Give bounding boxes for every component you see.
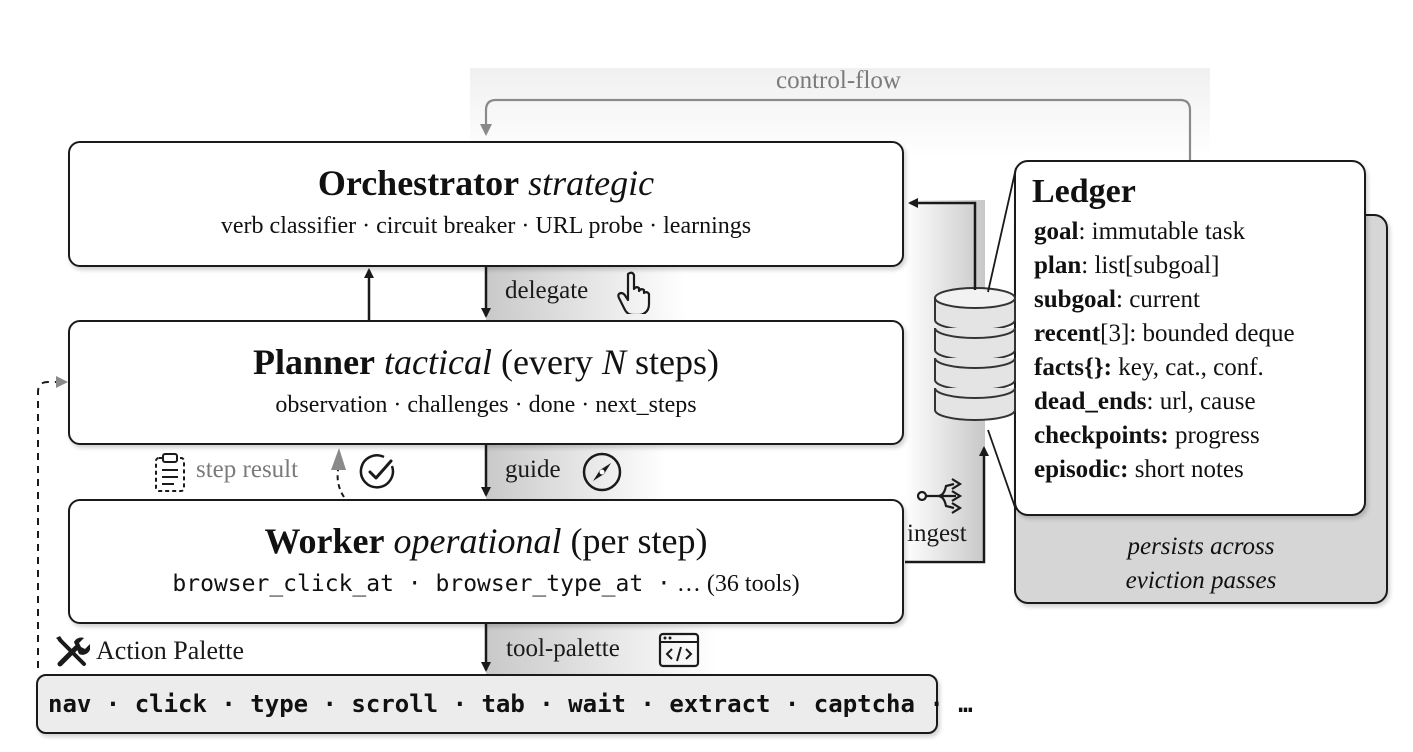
- pointing-hand-icon: [617, 271, 651, 314]
- planner-box[interactable]: Planner tactical (every N steps) observa…: [68, 320, 904, 445]
- planner-name: Planner: [253, 342, 376, 382]
- control-flow-label: control-flow: [776, 67, 901, 94]
- palette-actions: nav · click · type · scroll · tab · wait…: [48, 690, 973, 718]
- ledger-field-sep: [3]:: [1100, 320, 1137, 347]
- orchestrator-box[interactable]: Orchestrator strategic verb classifier ·…: [68, 141, 904, 267]
- ledger-field-key: recent: [1034, 320, 1101, 347]
- database-icon: [934, 287, 1016, 421]
- worker-tools-tail: … (36 tools): [676, 571, 800, 597]
- ledger-title: Ledger: [1032, 173, 1136, 210]
- orchestrator-features: verb classifier · circuit breaker · URL …: [220, 213, 752, 239]
- tools-icon: [56, 636, 90, 667]
- worker-role: operational: [393, 521, 562, 561]
- guide-shade: [486, 444, 666, 500]
- worker-tools-code: browser_click_at · browser_type_at ·: [172, 571, 671, 597]
- ledger-field: dead_ends: url, cause: [1034, 385, 1295, 419]
- ledger-field-key: goal: [1034, 218, 1079, 245]
- ledger-field-key: dead_ends: [1034, 388, 1147, 415]
- step-result-label: step result: [196, 456, 299, 483]
- planner-role: tactical: [384, 342, 492, 382]
- delegate-label: delegate: [505, 277, 589, 304]
- persist-line-1: persists across: [1127, 533, 1275, 560]
- ledger-field-sep: :: [1146, 388, 1154, 415]
- action-palette-label: Action Palette: [96, 636, 245, 665]
- planner-schedule-var: N: [601, 342, 626, 382]
- ledger-field-key: episodic:: [1034, 456, 1129, 483]
- ledger-field: plan: list[subgoal]: [1034, 249, 1295, 283]
- clipboard-icon: [155, 453, 185, 492]
- ledger-field-sep: :: [1081, 252, 1089, 279]
- ledger-field-key: checkpoints:: [1034, 422, 1169, 449]
- planner-features: observation · challenges · done · next_s…: [275, 392, 697, 418]
- worker-name: Worker: [264, 521, 385, 561]
- planner-schedule-pre: (every: [501, 342, 593, 382]
- code-window-icon: [658, 632, 700, 668]
- check-circle-icon: [359, 454, 395, 489]
- compass-icon: [582, 452, 622, 492]
- ledger-field-value: immutable task: [1085, 218, 1246, 245]
- delegate-shade: [486, 266, 686, 320]
- ledger-field-value: progress: [1168, 422, 1260, 449]
- orchestrator-role: strategic: [528, 163, 655, 203]
- ledger-field-key: facts{}:: [1034, 354, 1113, 381]
- worker-box[interactable]: Worker operational (per step) browser_cl…: [68, 499, 904, 624]
- ledger-field: episodic: short notes: [1034, 453, 1295, 487]
- ledger-field-key: subgoal: [1034, 286, 1116, 313]
- ingest-label: ingest: [907, 520, 967, 547]
- action-palette-bar[interactable]: nav · click · type · scroll · tab · wait…: [36, 674, 973, 734]
- ledger-field: recent[3]: bounded deque: [1034, 317, 1295, 351]
- tool-palette-label: tool-palette: [506, 635, 620, 662]
- ledger-field: subgoal: current: [1034, 283, 1295, 317]
- planner-schedule-post: steps): [634, 342, 719, 382]
- ledger-field-sep: :: [1115, 286, 1123, 313]
- ledger-field-key: plan: [1034, 252, 1082, 279]
- guide-label: guide: [505, 456, 561, 483]
- ledger-field-value: current: [1122, 286, 1200, 313]
- ledger-field-value: list[subgoal]: [1088, 252, 1220, 279]
- ledger-field-sep: :: [1078, 218, 1086, 245]
- ledger-field-value: short notes: [1128, 456, 1244, 483]
- orchestrator-name: Orchestrator: [317, 163, 520, 203]
- worker-schedule: (per step): [570, 521, 708, 561]
- ledger-field-value: bounded deque: [1136, 320, 1295, 347]
- persist-line-2: eviction passes: [1125, 567, 1277, 594]
- ledger-field: checkpoints: progress: [1034, 419, 1295, 453]
- ledger-field-value: url, cause: [1153, 388, 1256, 415]
- ledger-field-value: key, cat., conf.: [1112, 354, 1264, 381]
- step-result-arrow: [336, 455, 345, 498]
- branch-arrows-icon: [916, 478, 963, 514]
- palette-feedback-arrow: [37, 381, 62, 668]
- ledger-field: goal: immutable task: [1034, 215, 1295, 249]
- ledger-field: facts{}: key, cat., conf.: [1034, 351, 1295, 385]
